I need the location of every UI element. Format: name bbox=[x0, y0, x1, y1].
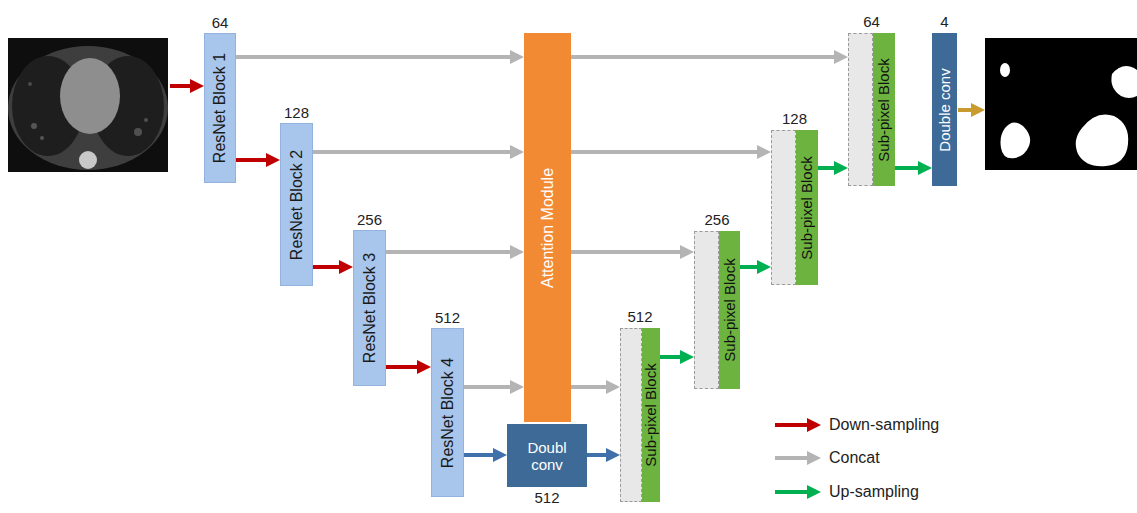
block-label: Double conv bbox=[936, 68, 953, 151]
block-label: Sub-pixel Block bbox=[798, 156, 815, 259]
concat-arrow bbox=[236, 55, 510, 59]
bottleneck-arrow bbox=[464, 453, 493, 457]
resnet-block: 256ResNet Block 3 bbox=[353, 230, 386, 386]
mask-region bbox=[1001, 122, 1031, 158]
block-label: ResNet Block 2 bbox=[287, 149, 305, 259]
ct-lesion bbox=[28, 82, 32, 86]
mask-region bbox=[1000, 63, 1010, 77]
ct-lesion bbox=[31, 123, 37, 129]
double-conv-block: Doubl conv512 bbox=[507, 424, 587, 487]
resnet-block: 64ResNet Block 1 bbox=[204, 33, 236, 183]
channel-count: 256 bbox=[704, 211, 729, 228]
resnet-block: 128ResNet Block 2 bbox=[280, 123, 313, 286]
legend-label: Concat bbox=[829, 448, 880, 468]
subpixel-block: Sub-pixel Block256 bbox=[694, 231, 740, 389]
bottleneck-arrow bbox=[587, 453, 606, 457]
block-label: Sub-pixel Block bbox=[875, 58, 892, 161]
upsampling-arrow bbox=[660, 355, 680, 359]
subpixel-bar: Sub-pixel Block bbox=[796, 130, 818, 285]
resnet-block: 512ResNet Block 4 bbox=[431, 328, 464, 497]
concat-arrow bbox=[571, 55, 834, 59]
block-label: Sub-pixel Block bbox=[721, 258, 738, 361]
attention-module: Attention Module bbox=[524, 33, 571, 422]
concat-feature-box bbox=[771, 130, 796, 285]
ct-heart bbox=[60, 58, 120, 134]
ct-spine bbox=[79, 151, 97, 169]
channel-count: 4 bbox=[940, 13, 948, 30]
concat-arrow bbox=[571, 385, 606, 389]
concat-feature-box bbox=[694, 231, 719, 389]
concat-feature-box bbox=[848, 33, 873, 186]
upsampling-arrow bbox=[895, 166, 918, 170]
subpixel-block: Sub-pixel Block64 bbox=[848, 33, 895, 186]
subpixel-block: Sub-pixel Block512 bbox=[620, 328, 660, 502]
ct-lesion bbox=[40, 136, 44, 140]
mask-background bbox=[985, 38, 1137, 170]
concat-arrow bbox=[464, 385, 510, 389]
upsampling-arrow bbox=[740, 265, 757, 269]
block-label: Sub-pixel Block bbox=[642, 363, 659, 466]
ct-lesion bbox=[144, 118, 148, 122]
legend-arrow bbox=[775, 456, 807, 460]
ct-lesion bbox=[134, 128, 142, 136]
concat-arrow bbox=[571, 250, 680, 254]
subpixel-bar: Sub-pixel Block bbox=[719, 231, 740, 389]
legend-arrow bbox=[775, 423, 807, 427]
subpixel-block: Sub-pixel Block128 bbox=[771, 130, 818, 285]
concat-arrow bbox=[313, 150, 510, 154]
ct-background bbox=[8, 38, 168, 172]
block-label: Attention Module bbox=[538, 167, 556, 287]
downsampling-arrow bbox=[313, 265, 339, 269]
channel-count: 512 bbox=[534, 489, 559, 506]
block-label: Doubl conv bbox=[517, 438, 577, 473]
channel-count: 128 bbox=[782, 110, 807, 127]
double-conv-block: 4Double conv bbox=[932, 33, 957, 186]
legend-label: Up-sampling bbox=[829, 482, 919, 502]
output-arrow bbox=[958, 108, 971, 112]
channel-count: 512 bbox=[435, 309, 460, 326]
channel-count: 512 bbox=[627, 308, 652, 325]
mask-region bbox=[1111, 66, 1137, 98]
downsampling-arrow bbox=[236, 158, 266, 162]
subpixel-bar: Sub-pixel Block bbox=[642, 328, 660, 502]
upsampling-arrow bbox=[818, 166, 834, 170]
mask-region bbox=[1076, 115, 1128, 167]
channel-count: 256 bbox=[357, 211, 382, 228]
downsampling-arrow bbox=[386, 365, 417, 369]
concat-arrow bbox=[386, 250, 510, 254]
legend-label: Down-sampling bbox=[829, 415, 939, 435]
segmentation-mask-image bbox=[985, 38, 1137, 170]
block-label: ResNet Block 4 bbox=[438, 357, 456, 467]
channel-count: 64 bbox=[212, 14, 229, 31]
channel-count: 128 bbox=[284, 104, 309, 121]
block-label: ResNet Block 3 bbox=[360, 253, 378, 363]
channel-count: 64 bbox=[863, 13, 880, 30]
subpixel-bar: Sub-pixel Block bbox=[873, 33, 895, 186]
concat-arrow bbox=[571, 150, 757, 154]
ct-scan-image bbox=[8, 38, 168, 172]
legend-arrow bbox=[775, 490, 807, 494]
ct-body bbox=[8, 46, 168, 170]
input-arrow bbox=[170, 84, 190, 88]
block-label: ResNet Block 1 bbox=[211, 53, 229, 163]
concat-feature-box bbox=[620, 328, 642, 502]
